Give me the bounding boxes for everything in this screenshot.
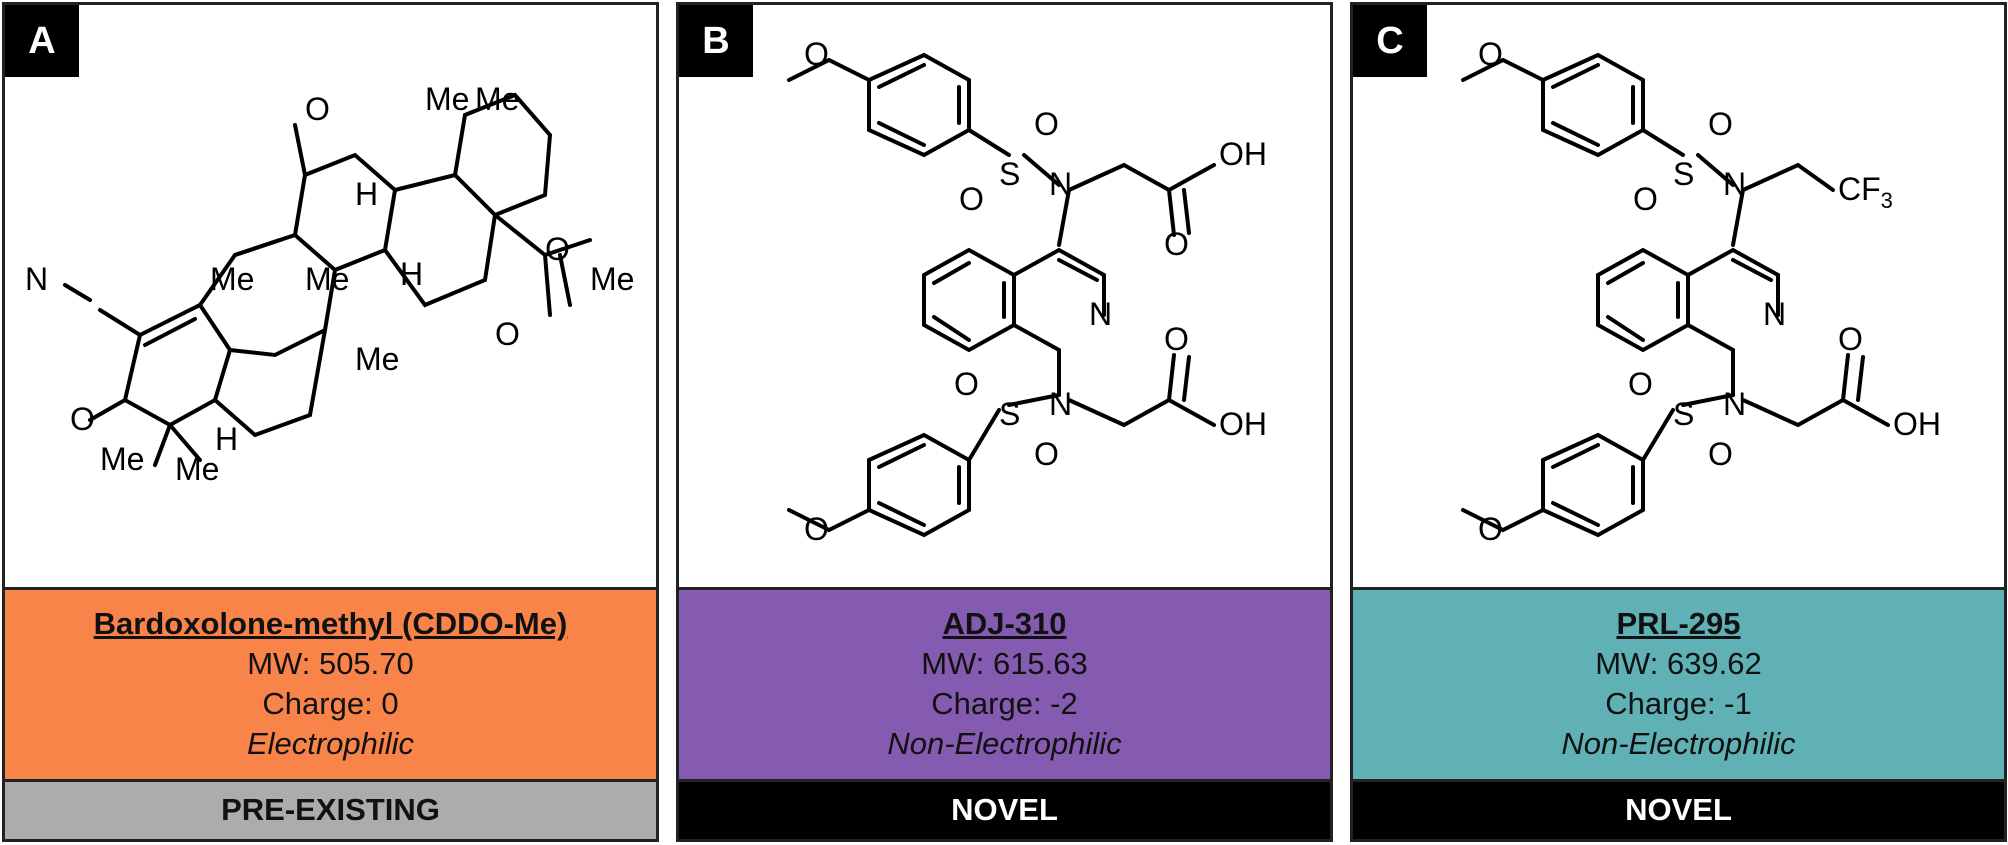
atom-o-7: O <box>1034 436 1059 472</box>
molecular-weight: MW: 615.63 <box>921 646 1088 681</box>
atom-o-7: O <box>1708 436 1733 472</box>
charge: Charge: -1 <box>1605 686 1752 721</box>
structure-adj-310: O S O O N OH O N O OH O S N O O <box>679 5 1330 587</box>
atom-o-2: O <box>1034 106 1059 142</box>
atom-me-7: Me <box>175 451 219 487</box>
atom-o-8: O <box>804 511 829 547</box>
atom-h-1: H <box>355 176 378 212</box>
atom-o-4: O <box>1164 226 1189 262</box>
atom-oh-2: OH <box>1219 406 1267 442</box>
panel-letter-a: A <box>5 5 79 77</box>
charge: Charge: 0 <box>262 686 399 721</box>
atom-me-ester: Me <box>590 261 634 297</box>
electrophilicity: Non-Electrophilic <box>887 726 1122 761</box>
atom-h-3: H <box>215 421 238 457</box>
atom-o-1: O <box>804 36 829 72</box>
atom-s-1: S <box>999 156 1020 192</box>
atom-me-4: Me <box>305 261 349 297</box>
atom-me-2: Me <box>475 81 519 117</box>
atom-n-1: N <box>1723 166 1746 202</box>
atom-o-left: O <box>70 401 95 437</box>
electrophilicity: Electrophilic <box>246 726 415 761</box>
atom-o-5: O <box>1164 321 1189 357</box>
atom-h-2: H <box>400 256 423 292</box>
molecular-weight: MW: 639.62 <box>1595 646 1762 681</box>
structure-drawing-c: O S O O N CF3 N O OH O S N O O <box>1461 36 1941 547</box>
charge: Charge: -2 <box>931 686 1078 721</box>
compound-panel-b: O S O O N OH O N O OH O S N O O B ADJ-31… <box>676 2 1333 842</box>
atom-oh-2: OH <box>1893 406 1941 442</box>
molecular-weight: MW: 505.70 <box>247 646 414 681</box>
structure-prl-295: O S O O N CF3 N O OH O S N O O <box>1353 5 2004 587</box>
atom-o-ester: O <box>545 231 570 267</box>
compound-panel-c: O S O O N CF3 N O OH O S N O O C PRL-295… <box>1350 2 2007 842</box>
compound-info-a: Bardoxolone-methyl (CDDO-Me) MW: 505.70 … <box>5 587 656 779</box>
atom-o-2: O <box>1708 106 1733 142</box>
structure-drawing-b: O S O O N OH O N O OH O S N O O <box>787 36 1267 547</box>
atom-n-2: N <box>1049 386 1072 422</box>
atom-s-2: S <box>1673 396 1694 432</box>
atom-o-3: O <box>959 181 984 217</box>
atom-o-6: O <box>954 366 979 402</box>
atom-s-1: S <box>1673 156 1694 192</box>
atom-n-1: N <box>1049 166 1072 202</box>
compound-info-c: PRL-295 MW: 639.62 Charge: -1 Non-Electr… <box>1353 587 2004 779</box>
atom-o-6: O <box>1628 366 1653 402</box>
atom-o-8: O <box>1478 511 1503 547</box>
structure-bardoxolone-methyl: O Me Me H H N Me Me O Me O Me O H Me Me <box>5 5 656 587</box>
atom-n: N <box>25 261 48 297</box>
compound-name: Bardoxolone-methyl (CDDO-Me) <box>93 606 568 641</box>
atom-oh-1: OH <box>1219 136 1267 172</box>
atom-n-ring: N <box>1763 296 1786 332</box>
atom-n-ring: N <box>1089 296 1112 332</box>
compound-name: PRL-295 <box>1616 606 1741 641</box>
atom-o-top: O <box>305 91 330 127</box>
structure-drawing-a: O Me Me H H N Me Me O Me O Me O H Me Me <box>25 81 634 487</box>
atom-n-2: N <box>1723 386 1746 422</box>
atom-me-3: Me <box>210 261 254 297</box>
atom-me-5: Me <box>355 341 399 377</box>
atom-me-6: Me <box>100 441 144 477</box>
atom-o-5: O <box>1838 321 1863 357</box>
panel-letter-c: C <box>1353 5 1427 77</box>
status-badge: NOVEL <box>1353 779 2004 839</box>
atom-o-3: O <box>1633 181 1658 217</box>
status-badge: PRE-EXISTING <box>5 779 656 839</box>
compound-panel-a: O Me Me H H N Me Me O Me O Me O H Me Me … <box>2 2 659 842</box>
panel-letter-b: B <box>679 5 753 77</box>
atom-cf3: CF3 <box>1838 171 1893 213</box>
atom-me-1: Me <box>425 81 469 117</box>
cf3-subscript: 3 <box>1881 188 1893 213</box>
compound-name: ADJ-310 <box>942 606 1067 641</box>
compound-info-b: ADJ-310 MW: 615.63 Charge: -2 Non-Electr… <box>679 587 1330 779</box>
atom-s-2: S <box>999 396 1020 432</box>
atom-o-ester-carbonyl: O <box>495 316 520 352</box>
atom-o-1: O <box>1478 36 1503 72</box>
electrophilicity: Non-Electrophilic <box>1561 726 1796 761</box>
cf3-main: CF <box>1838 171 1881 207</box>
status-badge: NOVEL <box>679 779 1330 839</box>
